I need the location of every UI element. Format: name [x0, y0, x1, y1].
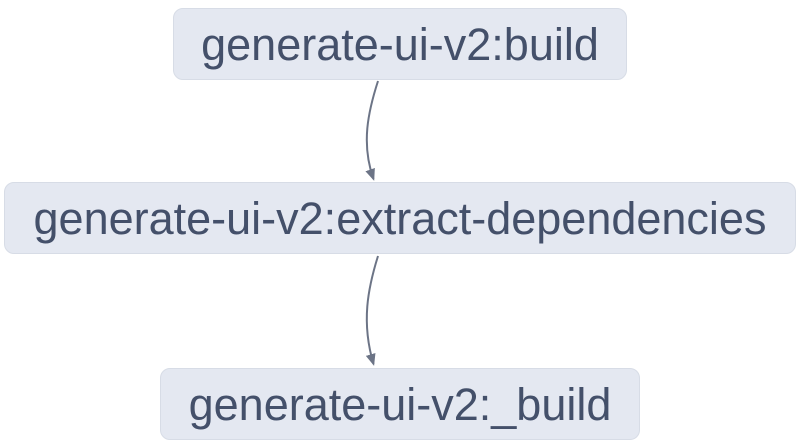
- edge-extract-dependencies-to-underscore-build: [365, 255, 379, 366]
- task-node-build: generate-ui-v2:build: [173, 8, 627, 80]
- task-node-underscore-build-label: generate-ui-v2:_build: [188, 378, 612, 430]
- task-node-underscore-build: generate-ui-v2:_build: [160, 368, 640, 440]
- task-node-build-label: generate-ui-v2:build: [201, 18, 599, 70]
- task-node-extract-dependencies: generate-ui-v2:extract-dependencies: [4, 182, 796, 254]
- task-node-extract-dependencies-label: generate-ui-v2:extract-dependencies: [33, 192, 767, 244]
- edge-build-to-extract-dependencies: [365, 80, 379, 181]
